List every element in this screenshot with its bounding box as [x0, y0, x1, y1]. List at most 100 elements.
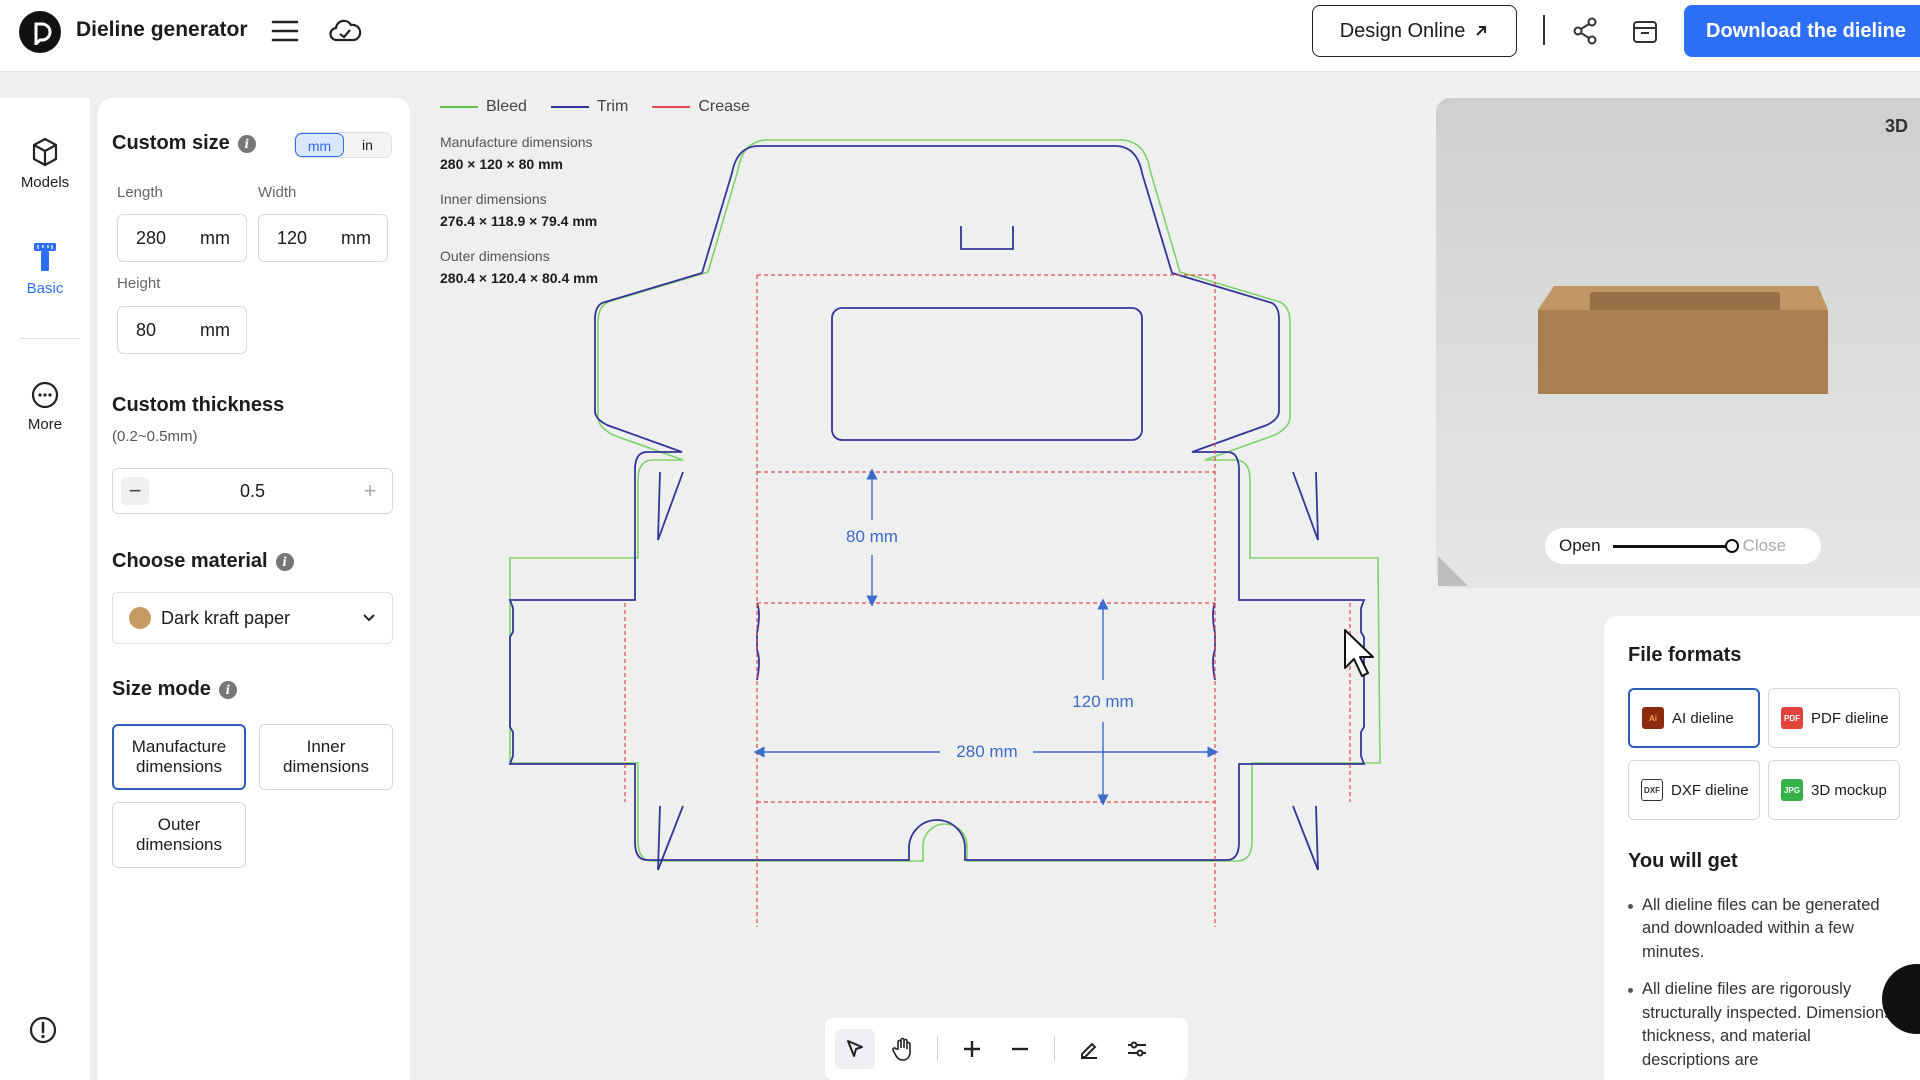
info-icon[interactable]: i [237, 134, 256, 153]
benefits-list: All dieline files can be generated and d… [1628, 894, 1898, 1080]
custom-size-heading: Custom size i [112, 132, 256, 155]
header-divider [1543, 15, 1545, 45]
manufacture-label: Manufacture dimensions [440, 134, 593, 150]
nav-label-basic: Basic [26, 280, 64, 297]
top-bar: Dieline generator Design Online Download… [0, 0, 1920, 72]
thickness-value[interactable]: 0.5 [239, 480, 266, 501]
more-icon [31, 381, 59, 409]
decrement-button[interactable]: − [121, 477, 149, 505]
3d-view-badge[interactable]: 3D [1884, 116, 1908, 136]
format-dxf-dieline[interactable]: DXF DXF dieline [1628, 760, 1760, 820]
material-value: Dark kraft paper [161, 607, 291, 628]
unit-toggle: mm in [294, 132, 392, 158]
height-label: Height [117, 275, 161, 292]
zoom-in-button[interactable] [952, 1029, 992, 1069]
length-unit: mm [200, 227, 230, 248]
nav-divider [20, 338, 80, 339]
length-value: 280 [136, 227, 167, 248]
minus-icon [1012, 1047, 1028, 1051]
config-panel: Custom size i mm in Length Width 280 mm … [98, 98, 410, 1080]
toolbar-divider [1054, 1037, 1055, 1061]
dxf-file-icon: DXF [1641, 779, 1663, 801]
material-select[interactable]: Dark kraft paper [112, 592, 393, 644]
size-mode-title: Size mode [112, 678, 211, 700]
format-3d-mockup[interactable]: JPG 3D mockup [1768, 760, 1900, 820]
bleed-outline [509, 139, 1381, 862]
inner-value: 276.4 × 118.9 × 79.4 mm [440, 213, 598, 229]
feedback-icon[interactable] [28, 1015, 58, 1045]
length-dimension-label: 280 mm [956, 742, 1017, 761]
material-swatch [129, 607, 151, 629]
open-close-slider[interactable]: Open Close [1545, 528, 1821, 564]
width-input[interactable]: 120 mm [258, 214, 388, 262]
external-arrow-icon [1476, 26, 1487, 36]
manufacture-dimensions-info: Manufacture dimensions 280 × 120 × 80 mm [440, 134, 593, 172]
plus-icon [964, 1041, 980, 1057]
nav-item-more[interactable]: More [0, 380, 90, 433]
info-icon[interactable]: i [218, 680, 237, 699]
nav-item-basic[interactable]: Basic [0, 240, 90, 297]
format-pdf-dieline[interactable]: PDF PDF dieline [1768, 688, 1900, 748]
left-navigation: Models Basic More [0, 98, 90, 1080]
dieline-drawing[interactable]: 80 mm 120 mm 280 mm [480, 130, 1500, 950]
settings-tool[interactable] [1117, 1029, 1157, 1069]
pan-tool[interactable] [883, 1029, 923, 1069]
length-input[interactable]: 280 mm [117, 214, 247, 262]
share-icon[interactable] [1570, 16, 1600, 46]
format-label: PDF dieline [1811, 709, 1889, 727]
app-logo[interactable] [19, 11, 61, 53]
select-tool[interactable] [835, 1029, 875, 1069]
slider-knob[interactable] [1724, 538, 1739, 553]
height-input[interactable]: 80 mm [117, 306, 247, 354]
cube-icon [32, 137, 58, 167]
info-icon[interactable]: i [275, 552, 294, 571]
height-unit: mm [200, 319, 230, 340]
box-3d-render [1538, 286, 1828, 394]
inner-label: Inner dimensions [440, 191, 547, 207]
unit-in-option[interactable]: in [362, 137, 373, 153]
nav-label-more: More [27, 416, 63, 433]
hamburger-menu-icon[interactable] [270, 18, 300, 44]
width-unit: mm [341, 227, 371, 248]
open-label: Open [1559, 536, 1601, 555]
pdf-file-icon: PDF [1781, 707, 1803, 729]
nav-label-models: Models [20, 174, 70, 191]
nav-item-models[interactable]: Models [0, 136, 90, 191]
ruler-t-icon [34, 243, 56, 271]
size-mode-heading: Size mode i [112, 678, 237, 701]
format-ai-dieline[interactable]: Ai AI dieline [1628, 688, 1760, 748]
pointer-icon [847, 1040, 863, 1057]
crease-swatch [652, 106, 691, 108]
cloud-sync-icon[interactable] [328, 15, 362, 47]
material-title: Choose material [112, 550, 268, 572]
chevron-down-icon [363, 614, 375, 622]
3d-preview-panel[interactable]: 3D Open Close [1436, 98, 1920, 588]
mode-outer-dimensions[interactable]: Outer dimensions [112, 802, 246, 868]
crease-lines [624, 274, 1351, 927]
mode-manufacture-dimensions[interactable]: Manufacture dimensions [112, 724, 246, 790]
unit-mm-option[interactable]: mm [295, 133, 344, 157]
resize-corner-icon[interactable] [1436, 554, 1470, 588]
legend-bleed: Bleed [440, 98, 527, 116]
increment-button[interactable]: + [356, 477, 384, 505]
length-label: Length [117, 184, 163, 201]
package-box-icon[interactable] [1630, 16, 1660, 46]
slider-track[interactable] [1612, 538, 1739, 553]
thickness-title: Custom thickness [112, 394, 285, 416]
annotate-tool[interactable] [1069, 1029, 1109, 1069]
sliders-icon [1128, 1041, 1146, 1057]
mode-inner-dimensions[interactable]: Inner dimensions [259, 724, 393, 790]
you-will-get-title: You will get [1628, 850, 1738, 872]
format-label: AI dieline [1672, 709, 1734, 727]
legend-crease: Crease [652, 98, 750, 116]
list-item: All dieline files are rigorously structu… [1628, 978, 1898, 1072]
width-dimension-label: 120 mm [1072, 692, 1133, 711]
download-dieline-button[interactable]: Download the dieline [1684, 5, 1920, 57]
zoom-out-button[interactable] [1000, 1029, 1040, 1069]
custom-thickness-heading: Custom thickness [112, 394, 284, 417]
canvas-toolbar [825, 1018, 1188, 1080]
design-online-button[interactable]: Design Online [1312, 5, 1517, 57]
design-online-label: Design Online [1339, 19, 1466, 42]
file-formats-panel: File formats Ai AI dieline PDF PDF dieli… [1604, 616, 1920, 1080]
file-formats-title: File formats [1628, 644, 1742, 666]
